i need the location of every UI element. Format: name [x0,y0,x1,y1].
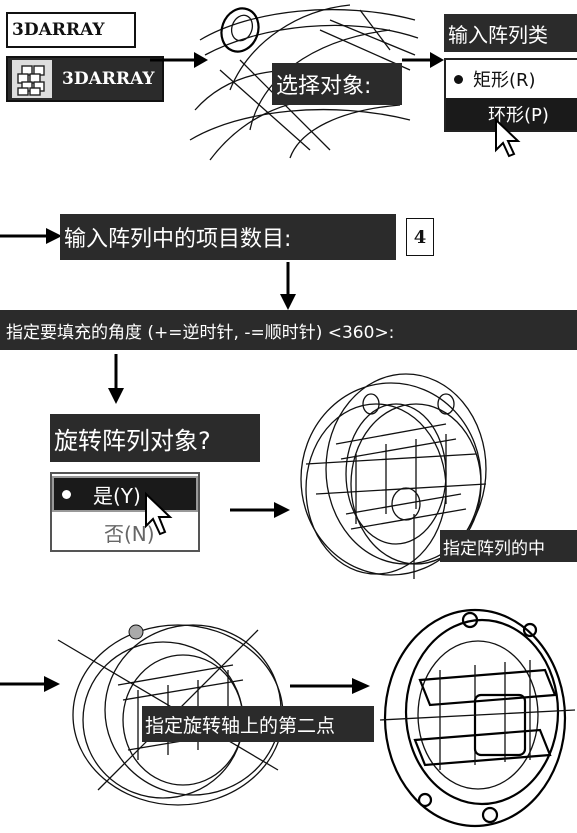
arrow-right-icon [0,676,60,692]
prompt-select-objects: 选择对象: [272,63,402,105]
item-count-value: 4 [413,226,427,248]
arrow-right-icon [150,52,208,68]
arrow-right-icon [402,52,444,68]
prompt-rotate-objects-text: 旋转阵列对象? [54,426,211,455]
arrow-right-icon [0,228,62,244]
radio-bullet-icon [62,489,71,499]
prompt-item-count-text: 输入阵列中的项目数目: [64,227,292,252]
prompt-select-objects-text: 选择对象: [276,74,372,99]
item-count-input[interactable]: 4 [406,218,434,256]
menu-item-no[interactable]: 否(N) [52,514,198,550]
wireframe-model-select[interactable] [189,0,420,161]
arrow-down-icon [280,262,296,310]
prompt-fill-angle: 指定要填充的角度 (+=逆时针, -=顺时针) <360>: [0,310,577,350]
arrow-right-icon [230,502,290,518]
arrow-right-icon [290,678,370,694]
radio-bullet-icon [454,74,463,84]
result-array-model[interactable] [379,600,577,830]
3d-array-icon [12,60,52,98]
command-autocomplete-label: 3DARRAY [62,69,155,89]
menu-item-rectangular-label: 矩形(R) [473,70,536,91]
arrow-down-icon [108,354,124,404]
wireframe-array-model[interactable] [296,364,496,584]
rotate-objects-menu: 是(Y) 否(N) [50,472,200,552]
mouse-cursor-icon [145,491,173,536]
prompt-fill-angle-text: 指定要填充的角度 (+=逆时针, -=顺时针) <360>: [6,322,395,343]
menu-item-polar-label: 环形(P) [488,105,549,126]
prompt-array-center: 指定阵列的中 [440,530,577,562]
prompt-second-point-text: 指定旋转轴上的第二点 [145,714,336,737]
prompt-rotate-objects: 旋转阵列对象? [50,414,260,462]
command-autocomplete-item[interactable]: 3DARRAY [6,56,164,102]
prompt-array-center-text: 指定阵列的中 [443,538,545,559]
prompt-second-point: 指定旋转轴上的第二点 [142,706,374,742]
menu-item-rectangular[interactable]: 矩形(R) [446,62,577,96]
menu-item-polar[interactable]: 环形(P) [446,98,577,130]
mouse-cursor-icon [495,117,521,158]
array-type-menu: 矩形(R) 环形(P) [444,58,577,132]
command-input[interactable]: 3DARRAY [6,12,136,48]
prompt-item-count: 输入阵列中的项目数目: [60,214,396,260]
prompt-array-type: 输入阵列类 [444,14,577,52]
menu-item-yes[interactable]: 是(Y) [52,476,198,512]
command-input-text: 3DARRAY [12,20,105,40]
prompt-array-type-text: 输入阵列类 [448,22,548,47]
menu-item-yes-label: 是(Y) [93,483,141,508]
